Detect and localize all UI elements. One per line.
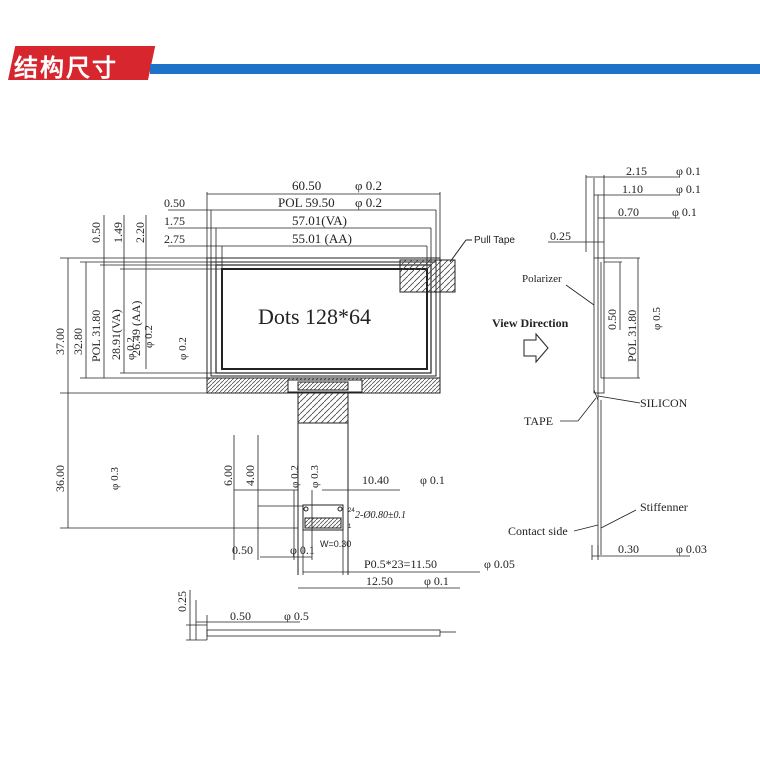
polarizer-outline [210,261,437,377]
section-header: 结构尺寸 [0,0,760,82]
pin-24-label: 24 [348,508,355,514]
view-direction-arrow-icon [523,332,549,364]
dim-fpc-pitch: P0.5*23=11.50 [364,557,437,571]
dim-side-110: 1.10 [622,182,643,196]
dim-overall-width: 60.50 [292,178,321,193]
stiffener-label: Stiffenner [640,500,688,514]
fpc-hole-left [303,506,309,512]
dim-v-149: 1.49 [111,222,125,243]
fpc-stiffener [297,392,349,424]
dim-fpc-400: 4.00 [243,465,257,486]
tol-v-b: φ 0.2 [143,325,155,348]
tol-v-03: φ 0.3 [109,467,121,490]
dim-bottom-025: 0.25 [175,591,189,612]
silicon-label: SILICON [640,396,688,410]
tol-fpc-03: φ 0.3 [309,465,321,488]
title-underline-bar [150,64,760,74]
dim-fpc-1040: 10.40 [362,473,389,487]
dim-side-215: 2.15 [626,164,647,178]
view-direction-label: View Direction [492,316,569,330]
tol-v-c: φ 0.2 [177,337,189,360]
dim-v-220: 2.20 [133,222,147,243]
dim-fpc-1250: 12.50 [366,574,393,588]
tol-fpc-pitch: φ 0.05 [484,557,515,571]
side-view [548,175,690,560]
display-content-label: Dots 128*64 [258,304,371,329]
dim-side-pol: POL 31.80 [625,310,639,362]
dim-side-050: 0.50 [605,309,619,330]
tol-fpc-1040: φ 0.1 [420,473,445,487]
tol-side-110: φ 0.1 [676,182,701,196]
bottom-edge-view [186,590,456,641]
tol-side-215: φ 0.1 [676,164,701,178]
tol-fpc-1250: φ 0.1 [424,574,449,588]
dim-v-050: 0.50 [89,222,103,243]
tol-v-a: φ 0.2 [125,337,137,360]
dim-side-030: 0.30 [618,542,639,556]
pull-tape-label: Pull Tape [474,235,515,246]
fpc-hole-right [337,506,343,512]
contact-side-label: Contact side [508,524,568,538]
pull-tape-outline [399,259,456,293]
dim-fpc-050: 0.50 [232,543,253,557]
dim-offset-3: 2.75 [164,232,185,246]
tol-pol-width: φ 0.2 [355,195,382,210]
tape-label: TAPE [524,414,553,428]
dim-side-025: 0.25 [550,229,571,243]
dim-v-3700: 37.00 [53,328,67,355]
front-top-dimensions [168,192,441,269]
fpc-dimensions [233,435,480,589]
front-view [206,257,456,575]
pull-tape-callout: Pull Tape [449,235,515,263]
tol-side-003: φ 0.03 [676,542,707,556]
tol-side-070: φ 0.1 [672,205,697,219]
fpc-width-note: W=0.30 [320,539,351,549]
tol-fpc-02: φ 0.2 [289,465,301,488]
tol-bottom-05: φ 0.5 [284,609,309,623]
polarizer-label: Polarizer [522,273,562,285]
dim-offset-2: 1.75 [164,214,185,228]
dim-side-070: 0.70 [618,205,639,219]
dim-v-va: 28.91(VA) [109,309,123,360]
section-title: 结构尺寸 [14,54,118,82]
dim-fpc-600: 6.00 [221,465,235,486]
front-left-dimensions [60,215,298,529]
dim-va-width: 57.01(VA) [292,213,347,228]
tol-overall-width: φ 0.2 [355,178,382,193]
pull-tape [400,260,455,292]
dim-v-3600: 36.00 [53,465,67,492]
dim-aa-width: 55.01 (AA) [292,231,352,246]
pin-1-label: 1 [348,524,352,530]
dim-offset-1: 0.50 [164,196,185,210]
fpc-contact-area [302,504,344,531]
ic-chip [297,381,349,391]
tol-side-05: φ 0.5 [651,307,663,330]
fpc-hole-note: 2-Ø0.80±0.1 [355,510,406,521]
viewing-area [215,264,432,374]
dim-v-aa: 26.49 (AA) [129,301,143,356]
dim-bottom-050: 0.50 [230,609,251,623]
active-area [221,268,428,370]
dim-v-3280: 32.80 [71,328,85,355]
dim-v-pol: POL 31.80 [89,310,103,362]
dim-pol-width: POL 59.50 [278,195,335,210]
fpc-contacts [304,517,342,529]
side-callouts [560,284,641,532]
tol-fpc-01: φ 0.1 [290,543,315,557]
